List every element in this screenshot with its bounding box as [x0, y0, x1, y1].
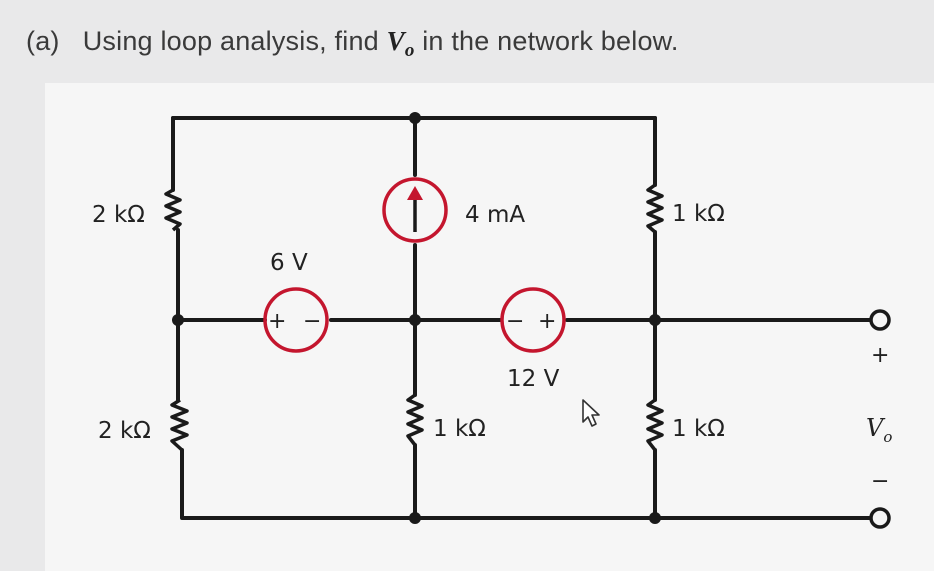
question-text: (a) Using loop analysis, find Vo in the …: [26, 26, 679, 62]
middle-resistor: [406, 393, 424, 447]
question-text-after: in the network below.: [422, 26, 679, 56]
question-part: (a): [26, 26, 60, 56]
v12-plus: +: [538, 309, 556, 334]
left-bottom-resistor: [170, 398, 189, 452]
output-voltage-label: Vo: [866, 414, 892, 446]
v12-minus: −: [506, 309, 524, 334]
output-minus-sign: −: [871, 469, 889, 494]
voltage-source-6v-label: 6 V: [270, 250, 308, 276]
question-variable: Vo: [386, 26, 415, 61]
circuit-panel: [45, 83, 934, 571]
output-terminal-bottom: [869, 507, 891, 529]
voltage-source-6v: + −: [263, 287, 329, 353]
output-plus-sign: +: [871, 343, 889, 368]
right-top-resistor: [646, 183, 664, 234]
right-bottom-resistor: [646, 398, 664, 452]
v6-plus: +: [268, 309, 286, 334]
mouse-cursor-icon: [582, 399, 600, 427]
left-top-resistor: [164, 188, 182, 232]
question-text-before: Using loop analysis, find: [82, 26, 379, 56]
arrow-up-icon: [407, 186, 423, 200]
output-terminal-top: [869, 309, 891, 331]
middle-resistor-label: 1 kΩ: [433, 416, 486, 442]
left-bottom-resistor-label: 2 kΩ: [98, 418, 151, 444]
voltage-source-12v: − +: [500, 287, 566, 353]
current-source-label: 4 mA: [465, 202, 525, 228]
junction-dots: [172, 112, 661, 524]
voltage-source-12v-label: 12 V: [507, 366, 560, 392]
current-source: [382, 177, 448, 243]
right-bottom-resistor-label: 1 kΩ: [672, 416, 725, 442]
left-top-resistor-label: 2 kΩ: [92, 202, 145, 228]
v6-minus: −: [303, 309, 321, 334]
right-top-resistor-label: 1 kΩ: [672, 201, 725, 227]
